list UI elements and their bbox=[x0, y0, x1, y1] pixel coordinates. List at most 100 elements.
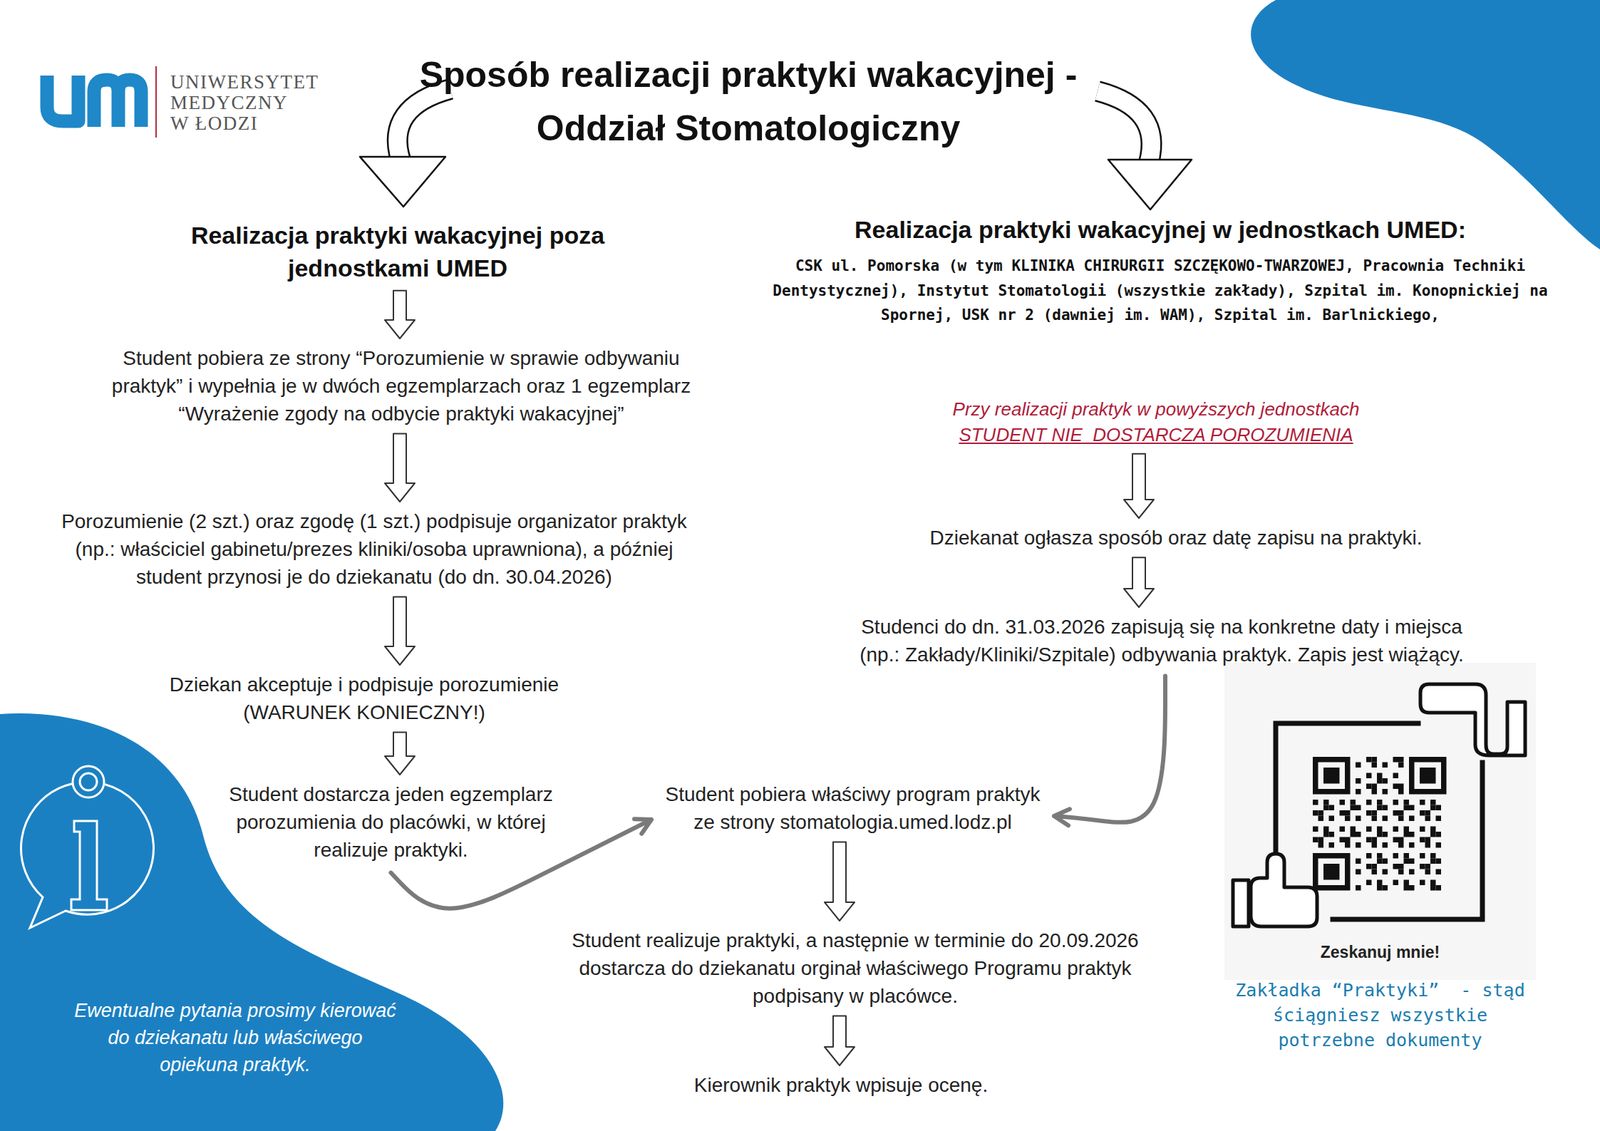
qr-module bbox=[1344, 810, 1351, 817]
qr-module bbox=[1339, 837, 1346, 844]
qr-module bbox=[1312, 837, 1319, 844]
qr-module bbox=[1329, 842, 1335, 849]
qr-module bbox=[1430, 831, 1437, 838]
qr-module bbox=[1371, 837, 1378, 844]
qr-module bbox=[1355, 762, 1362, 769]
qr-module bbox=[1376, 885, 1383, 891]
qr-module bbox=[1404, 853, 1410, 859]
block-arrow bbox=[824, 1016, 855, 1066]
qr-module bbox=[1355, 831, 1362, 838]
qr-module bbox=[1339, 799, 1346, 806]
qr-module bbox=[1366, 810, 1372, 817]
qr-panel bbox=[1224, 662, 1536, 980]
text-box: Zeskanuj mnie! Zakładka “Praktyki” - stąd… bbox=[1224, 662, 1536, 1053]
qr-module bbox=[1382, 842, 1389, 849]
qr-module bbox=[1376, 778, 1383, 784]
qr-module bbox=[1404, 826, 1410, 833]
box-text: Porozumienie (2 szt.) oraz zgodę (1 szt.… bbox=[57, 507, 692, 592]
box-text: Student pobiera ze strony “Porozumienie … bbox=[98, 344, 705, 429]
qr-module bbox=[1318, 762, 1346, 790]
logo-text: UNIWERSYTET bbox=[170, 72, 319, 92]
qr-module bbox=[1312, 810, 1319, 817]
qr-module bbox=[1371, 869, 1378, 876]
text-box: Porozumienie (2 szt.) oraz zgodę (1 szt.… bbox=[57, 507, 692, 592]
qr-module bbox=[1339, 826, 1346, 833]
qr-module bbox=[1419, 799, 1426, 806]
qr-module bbox=[1366, 837, 1372, 844]
qr-module bbox=[1419, 837, 1426, 844]
curved-arrow bbox=[1054, 675, 1166, 826]
qr-module bbox=[1436, 885, 1442, 891]
qr-module bbox=[1323, 831, 1330, 838]
qr-module bbox=[1419, 880, 1426, 886]
qr-module bbox=[1355, 778, 1362, 784]
qr-module bbox=[1404, 799, 1410, 806]
qr-module bbox=[1398, 788, 1405, 795]
qr-module bbox=[1436, 816, 1442, 822]
qr-module bbox=[1382, 805, 1389, 812]
qr-module bbox=[1393, 810, 1400, 817]
qr-module bbox=[1382, 885, 1389, 891]
qr-module bbox=[1339, 810, 1346, 817]
qr-module bbox=[1393, 773, 1400, 779]
logo-text: MEDYCZNY bbox=[170, 93, 288, 113]
info-icon bbox=[21, 766, 154, 928]
qr-module bbox=[1366, 799, 1372, 806]
qr-module bbox=[1425, 842, 1432, 849]
qr-module bbox=[1376, 799, 1383, 806]
qr-module bbox=[1371, 756, 1378, 763]
qr-module bbox=[1329, 816, 1335, 822]
qr-module bbox=[1430, 805, 1437, 812]
qr-module bbox=[1436, 858, 1442, 865]
qr-module bbox=[1398, 863, 1405, 870]
qr-module bbox=[1414, 762, 1442, 790]
qr-module bbox=[1323, 799, 1330, 806]
qr-module bbox=[1430, 880, 1437, 886]
logo-text: W ŁODZI bbox=[170, 114, 258, 134]
qr-module bbox=[1344, 816, 1351, 822]
qr-module bbox=[1419, 810, 1426, 817]
qr-module bbox=[1404, 880, 1410, 886]
title-arrow bbox=[359, 89, 451, 207]
qr-module bbox=[1393, 826, 1400, 833]
qr-module bbox=[1376, 805, 1383, 812]
qr-module bbox=[1355, 816, 1362, 822]
qr-module bbox=[1371, 816, 1378, 822]
qr-module bbox=[1376, 880, 1383, 886]
qr-module bbox=[1312, 756, 1351, 795]
qr-module bbox=[1430, 858, 1437, 865]
qr-module bbox=[1404, 831, 1410, 838]
qr-module bbox=[1350, 826, 1357, 833]
text-box: Student dostarcza jeden egzemplarz poroz… bbox=[196, 780, 586, 865]
box-text: Student dostarcza jeden egzemplarz poroz… bbox=[196, 780, 586, 865]
qr-module bbox=[1376, 858, 1383, 865]
qr-module bbox=[1393, 880, 1400, 886]
qr-module bbox=[1376, 773, 1383, 779]
box-subtext: Zakładka “Praktyki” - stąd ściągniesz ws… bbox=[1224, 977, 1536, 1053]
box-text: Przy realizacji praktyk w powyższych jed… bbox=[835, 396, 1477, 422]
qr-module bbox=[1382, 831, 1389, 838]
box-text: Dziekan akceptuje i podpisuje porozumien… bbox=[118, 670, 611, 727]
block-arrow bbox=[1123, 453, 1154, 519]
qr-module bbox=[1371, 762, 1378, 769]
qr-module bbox=[1382, 762, 1389, 769]
diagram-title: Sposób realizacji praktyki wakacyjnej - … bbox=[356, 48, 1141, 156]
qr-module bbox=[1366, 783, 1372, 790]
box-text: Zeskanuj mnie! bbox=[1224, 942, 1536, 964]
qr-module bbox=[1318, 837, 1325, 844]
qr-module bbox=[1323, 863, 1340, 881]
qr-module bbox=[1366, 880, 1372, 886]
qr-module bbox=[1344, 842, 1351, 849]
qr-module bbox=[1404, 805, 1410, 812]
qr-module bbox=[1366, 756, 1372, 763]
info-blob: Ewentualne pytania prosimy kierować do d… bbox=[0, 714, 510, 1131]
qr-module bbox=[1436, 869, 1442, 876]
box-text: Realizacja praktyki wakacyjnej poza jedn… bbox=[183, 219, 612, 286]
qr-module bbox=[1436, 842, 1442, 849]
qr-module bbox=[1318, 858, 1346, 886]
qr-module bbox=[1371, 810, 1378, 817]
qr-module bbox=[1355, 842, 1362, 849]
text-box: Dziekanat ogłasza sposób oraz datę zapis… bbox=[855, 523, 1497, 552]
qr-module bbox=[1350, 805, 1357, 812]
box-text: Student realizuje praktyki, a następnie … bbox=[563, 926, 1148, 1011]
